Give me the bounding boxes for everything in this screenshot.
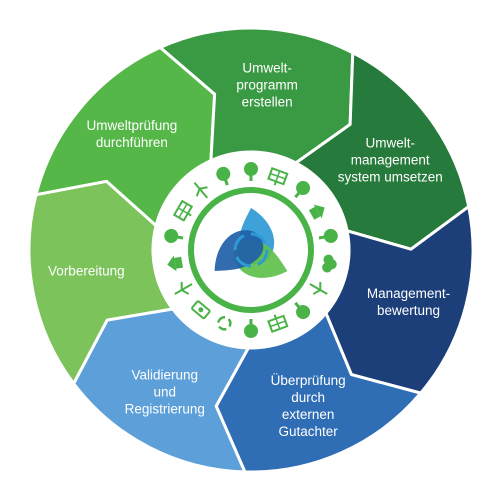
step-label-7: Validierung und Registrierung	[124, 367, 205, 417]
tree-icon	[294, 301, 311, 320]
tree-icon	[164, 228, 184, 243]
bush-icon	[322, 254, 337, 273]
step-label-2: Umweltprüfung durchführen	[86, 118, 178, 151]
tree-icon	[318, 228, 338, 243]
step-label-5: Management- bewertung	[366, 286, 451, 319]
step-label-1: Vorbereitung	[48, 263, 125, 279]
money-icon	[191, 300, 211, 320]
step-label-4: Umwelt- management system umsetzen	[337, 135, 443, 185]
tree-icon	[216, 166, 231, 186]
swirl-drop	[214, 230, 264, 271]
recycle-icon	[217, 316, 232, 331]
house-icon	[308, 204, 325, 220]
swirl-center-ring	[233, 232, 269, 268]
tree-icon	[244, 319, 258, 338]
tree-icon	[244, 162, 258, 181]
cycle-segments	[27, 26, 475, 474]
wind-turbine-icon	[193, 181, 209, 199]
wind-turbine-icon	[174, 281, 193, 295]
water-swirl-logo-icon	[214, 208, 288, 278]
solar-panel-icon	[172, 199, 194, 222]
house-icon	[167, 255, 184, 272]
step-label-3: Umwelt- programm erstellen	[236, 60, 298, 110]
solar-panel-icon	[267, 314, 289, 333]
eco-icon-ring	[164, 162, 338, 338]
solar-panel-icon	[267, 167, 289, 186]
tree-icon	[294, 180, 311, 199]
wind-turbine-icon	[309, 281, 328, 295]
step-label-6: Überprüfung durch externen Gutachter	[270, 372, 346, 439]
